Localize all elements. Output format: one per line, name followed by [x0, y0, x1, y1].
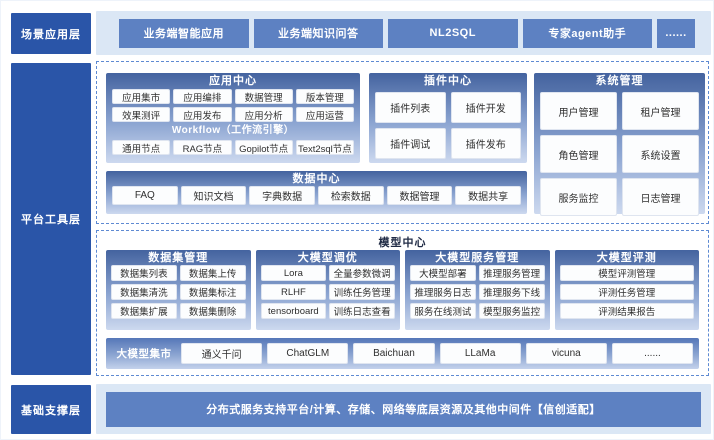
- plugin-debug-item[interactable]: 插件调试: [375, 128, 446, 159]
- model-service-monitor-item[interactable]: 模型服务监控: [478, 303, 545, 319]
- model-eval-mgmt-item[interactable]: 模型评测管理: [559, 265, 694, 281]
- scene-app-business-knowledge-qa[interactable]: 业务端知识问答: [253, 18, 383, 48]
- app-center-item-app-orchestration[interactable]: 应用编排: [173, 89, 232, 104]
- llm-deploy-item[interactable]: 大模型部署: [410, 265, 476, 281]
- plugin-dev-item[interactable]: 插件开发: [450, 92, 521, 123]
- dataset-list-item[interactable]: 数据集列表: [111, 265, 177, 281]
- inference-service-log-item[interactable]: 推理服务日志: [410, 284, 476, 300]
- workflow-node-gopilot[interactable]: Gopilot节点: [234, 140, 293, 155]
- app-center-item-app-operation[interactable]: 应用运营: [295, 107, 354, 122]
- infra-content-bar: 分布式服务支持平台/计算、存储、网络等底层资源及其他中间件【信创适配】: [106, 391, 701, 427]
- app-center-panel: 应用中心 应用集市 应用编排 数据管理 版本管理 效果测评 应用发布 应用分析 …: [106, 73, 360, 163]
- scene-app-expert-agent[interactable]: 专家agent助手: [522, 18, 652, 48]
- plugin-list-item[interactable]: 插件列表: [375, 92, 446, 123]
- dataset-mgmt-panel: 数据集管理 数据集列表 数据集上传 数据集清洗 数据集标注 数据集扩展 数据集删…: [106, 250, 251, 330]
- app-center-item-effect-eval[interactable]: 效果测评: [112, 107, 171, 122]
- data-center-grid: FAQ 知识文档 字典数据 检索数据 数据管理 数据共享: [112, 186, 521, 205]
- model-market-label: 大模型集市: [116, 348, 172, 360]
- llm-eval-grid: 模型评测管理 评测任务管理 评测结果报告: [559, 265, 694, 319]
- service-online-test-item[interactable]: 服务在线测试: [410, 303, 476, 319]
- llm-service-mgmt-panel: 大模型服务管理 大模型部署 推理服务管理 推理服务日志 推理服务下线 服务在线测…: [405, 250, 550, 330]
- scene-app-nl2sql[interactable]: NL2SQL: [388, 18, 518, 48]
- workflow-engine-title: Workflow（工作流引擎）: [171, 125, 295, 136]
- layer-label-scene: 场景应用层: [11, 13, 91, 54]
- plugin-center-grid: 插件列表 插件开发 插件调试 插件发布: [375, 92, 521, 159]
- scene-app-business-intelligent-app[interactable]: 业务端智能应用: [119, 18, 249, 48]
- dataset-mgmt-title: 数据集管理: [148, 252, 209, 264]
- app-center-item-app-publish[interactable]: 应用发布: [173, 107, 232, 122]
- platform-tools-upper-group: 应用中心 应用集市 应用编排 数据管理 版本管理 效果测评 应用发布 应用分析 …: [96, 61, 709, 224]
- data-share-item[interactable]: 数据共享: [455, 186, 521, 205]
- model-center-group: 模型中心 数据集管理 数据集列表 数据集上传 数据集清洗 数据集标注 数据集扩展…: [96, 230, 709, 376]
- eval-task-mgmt-item[interactable]: 评测任务管理: [559, 284, 694, 300]
- system-mgmt-panel: 系统管理 用户管理 租户管理 角色管理 系统设置 服务监控 日志管理: [534, 73, 705, 216]
- full-param-finetune-item[interactable]: 全量参数微调: [329, 265, 395, 281]
- data-center-title: 数据中心: [292, 173, 341, 185]
- app-center-item-version-mgmt[interactable]: 版本管理: [295, 89, 354, 104]
- service-monitor-item[interactable]: 服务监控: [540, 178, 617, 216]
- workflow-node-general[interactable]: 通用节点: [112, 140, 171, 155]
- layer-label-infra: 基础支撑层: [11, 385, 91, 434]
- layer-label-platform: 平台工具层: [11, 63, 91, 375]
- workflow-node-text2sql[interactable]: Text2sql节点: [295, 140, 354, 155]
- rlhf-item[interactable]: RLHF: [260, 284, 327, 300]
- plugin-center-title: 插件中心: [424, 75, 472, 87]
- tenant-mgmt-item[interactable]: 租户管理: [622, 92, 699, 130]
- log-mgmt-item[interactable]: 日志管理: [622, 178, 699, 216]
- workflow-node-rag[interactable]: RAG节点: [173, 140, 232, 155]
- llm-eval-panel: 大模型评测 模型评测管理 评测任务管理 评测结果报告: [554, 250, 699, 330]
- app-center-item-app-analysis[interactable]: 应用分析: [234, 107, 293, 122]
- system-mgmt-title: 系统管理: [595, 75, 644, 87]
- user-mgmt-item[interactable]: 用户管理: [540, 92, 617, 130]
- app-center-title: 应用中心: [209, 75, 257, 87]
- dict-data-item[interactable]: 字典数据: [249, 186, 315, 205]
- training-task-mgmt-item[interactable]: 训练任务管理: [329, 284, 395, 300]
- role-mgmt-item[interactable]: 角色管理: [540, 135, 617, 173]
- model-more-item[interactable]: ......: [611, 343, 694, 364]
- dataset-delete-item[interactable]: 数据集删除: [179, 303, 246, 319]
- app-center-grid: 应用集市 应用编排 数据管理 版本管理 效果测评 应用发布 应用分析 应用运营: [112, 89, 354, 122]
- model-center-title: 模型中心: [378, 237, 427, 249]
- scene-application-band: 业务端智能应用 业务端知识问答 NL2SQL 专家agent助手 ......: [96, 11, 711, 55]
- system-settings-item[interactable]: 系统设置: [622, 135, 699, 173]
- model-market-bar: 大模型集市 通义千问 ChatGLM Baichuan LLaMa vicuna…: [106, 338, 699, 369]
- plugin-center-panel: 插件中心 插件列表 插件开发 插件调试 插件发布: [369, 73, 527, 163]
- inference-service-mgmt-item[interactable]: 推理服务管理: [478, 265, 545, 281]
- llm-tuning-title: 大模型调优: [297, 252, 358, 264]
- llm-service-mgmt-grid: 大模型部署 推理服务管理 推理服务日志 推理服务下线 服务在线测试 模型服务监控: [410, 265, 545, 319]
- model-baichuan-item[interactable]: Baichuan: [353, 343, 435, 364]
- model-center-groups: 数据集管理 数据集列表 数据集上传 数据集清洗 数据集标注 数据集扩展 数据集删…: [106, 250, 699, 330]
- app-center-item-data-mgmt[interactable]: 数据管理: [234, 89, 293, 104]
- system-mgmt-grid: 用户管理 租户管理 角色管理 系统设置 服务监控 日志管理: [540, 92, 699, 216]
- model-llama-item[interactable]: LLaMa: [439, 343, 521, 364]
- retrieval-data-item[interactable]: 检索数据: [317, 186, 384, 205]
- dataset-expand-item[interactable]: 数据集扩展: [111, 303, 177, 319]
- model-chatglm-item[interactable]: ChatGLM: [267, 343, 349, 364]
- data-mgmt-item[interactable]: 数据管理: [386, 186, 453, 205]
- workflow-node-grid: 通用节点 RAG节点 Gopilot节点 Text2sql节点: [112, 140, 354, 155]
- llm-service-mgmt-title: 大模型服务管理: [435, 252, 520, 264]
- lora-item[interactable]: Lora: [260, 265, 327, 281]
- dataset-upload-item[interactable]: 数据集上传: [179, 265, 246, 281]
- tensorboard-item[interactable]: tensorboard: [260, 303, 327, 319]
- model-vicuna-item[interactable]: vicuna: [525, 343, 607, 364]
- faq-item[interactable]: FAQ: [112, 186, 178, 205]
- app-center-item-app-market[interactable]: 应用集市: [112, 89, 171, 104]
- llm-eval-title: 大模型评测: [596, 252, 657, 264]
- eval-result-report-item[interactable]: 评测结果报告: [559, 303, 694, 319]
- plugin-publish-item[interactable]: 插件发布: [450, 128, 521, 159]
- dataset-clean-item[interactable]: 数据集清洗: [111, 284, 177, 300]
- dataset-mgmt-grid: 数据集列表 数据集上传 数据集清洗 数据集标注 数据集扩展 数据集删除: [111, 265, 246, 319]
- dataset-label-item[interactable]: 数据集标注: [179, 284, 246, 300]
- llm-tuning-panel: 大模型调优 Lora 全量参数微调 RLHF 训练任务管理 tensorboar…: [255, 250, 400, 330]
- inference-service-offline-item[interactable]: 推理服务下线: [478, 284, 545, 300]
- llm-tuning-grid: Lora 全量参数微调 RLHF 训练任务管理 tensorboard 训练日志…: [260, 265, 395, 319]
- infra-band: 分布式服务支持平台/计算、存储、网络等底层资源及其他中间件【信创适配】: [96, 384, 711, 434]
- scene-app-more[interactable]: ......: [657, 18, 695, 48]
- model-qwen-item[interactable]: 通义千问: [181, 343, 263, 364]
- knowledge-doc-item[interactable]: 知识文档: [180, 186, 247, 205]
- training-log-view-item[interactable]: 训练日志查看: [329, 303, 395, 319]
- data-center-panel: 数据中心 FAQ 知识文档 字典数据 检索数据 数据管理 数据共享: [106, 171, 527, 214]
